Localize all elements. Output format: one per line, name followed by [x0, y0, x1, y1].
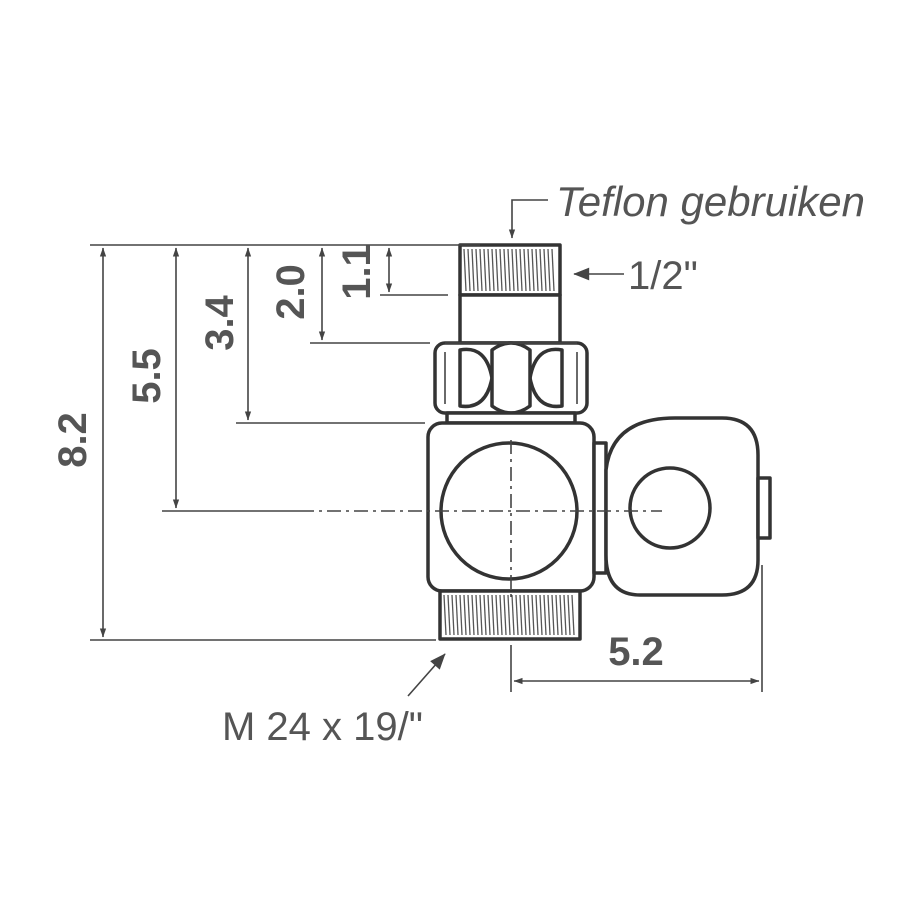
thread-line [551, 594, 555, 636]
thread-line [467, 248, 471, 292]
thread-line [535, 248, 539, 292]
banjo-eye [604, 416, 772, 597]
thread-line [543, 248, 547, 292]
thread-line [455, 594, 459, 636]
thread-line [547, 594, 551, 636]
dim-1-1: 1.1 [335, 244, 379, 300]
dim-5-5: 5.5 [125, 348, 169, 404]
thread-line [463, 594, 467, 636]
thread-line [487, 594, 491, 636]
thread-line [463, 248, 467, 292]
thread-line [527, 248, 531, 292]
thread-line [567, 594, 571, 636]
thread-line [571, 594, 575, 636]
thread-line [547, 248, 551, 292]
top-thread-lines [463, 248, 555, 292]
thread-line [483, 248, 487, 292]
leaders [407, 199, 624, 697]
thread-line [551, 248, 555, 292]
teflon-leader [508, 199, 548, 239]
thread-line [523, 594, 527, 636]
thread-line [563, 594, 567, 636]
thread-line [507, 248, 511, 292]
thread-line [459, 594, 463, 636]
thread-line [479, 248, 483, 292]
thread-line [539, 248, 543, 292]
thread-line [451, 594, 455, 636]
thread-line [555, 594, 559, 636]
thread-line [531, 248, 535, 292]
thread-line [479, 594, 483, 636]
dim-3-4: 3.4 [198, 294, 242, 350]
thread-line [499, 594, 503, 636]
thread-line [503, 248, 507, 292]
dim-2-0: 2.0 [269, 264, 313, 320]
thread-line [475, 248, 479, 292]
thread-line [491, 594, 495, 636]
thread-line [475, 594, 479, 636]
thread-line [519, 594, 523, 636]
thread-line [527, 594, 531, 636]
thread-line [535, 594, 539, 636]
thread-line [495, 594, 499, 636]
thread-line [495, 248, 499, 292]
bottom-thread-leader [407, 653, 446, 697]
dim-8-2: 8.2 [51, 412, 95, 468]
side-joint [592, 441, 608, 575]
thread-line [511, 594, 515, 636]
hex-nut [433, 341, 589, 415]
teflon-note: Teflon gebruiken [556, 178, 865, 225]
thread-line [515, 248, 519, 292]
center-lines [300, 440, 662, 600]
top-stem-neck [458, 293, 562, 345]
thread-line [507, 594, 511, 636]
thread-line [483, 594, 487, 636]
thread-line [559, 594, 563, 636]
thread-line [467, 594, 471, 636]
thread-line [531, 594, 535, 636]
thread-line [443, 594, 447, 636]
thread-line [471, 248, 475, 292]
thread-line [543, 594, 547, 636]
thread-line [487, 248, 491, 292]
extension-lines [90, 244, 763, 692]
dimension-lines [99, 247, 760, 685]
dim-5-2: 5.2 [608, 630, 664, 674]
thread-line [511, 248, 515, 292]
thread-line [515, 594, 519, 636]
bottom-thread-note: M 24 x 19/" [222, 705, 423, 749]
valve-fitting [426, 243, 772, 641]
banjo-bore [628, 466, 712, 550]
thread-line [523, 248, 527, 292]
thread-line [539, 594, 543, 636]
thread-line [499, 248, 503, 292]
thread-line [447, 594, 451, 636]
top-thread-note: 1/2" [628, 254, 698, 298]
bottom-thread-lines [443, 594, 575, 636]
thread-line [471, 594, 475, 636]
thread-line [519, 248, 523, 292]
thread-line [503, 594, 507, 636]
thread-line [491, 248, 495, 292]
